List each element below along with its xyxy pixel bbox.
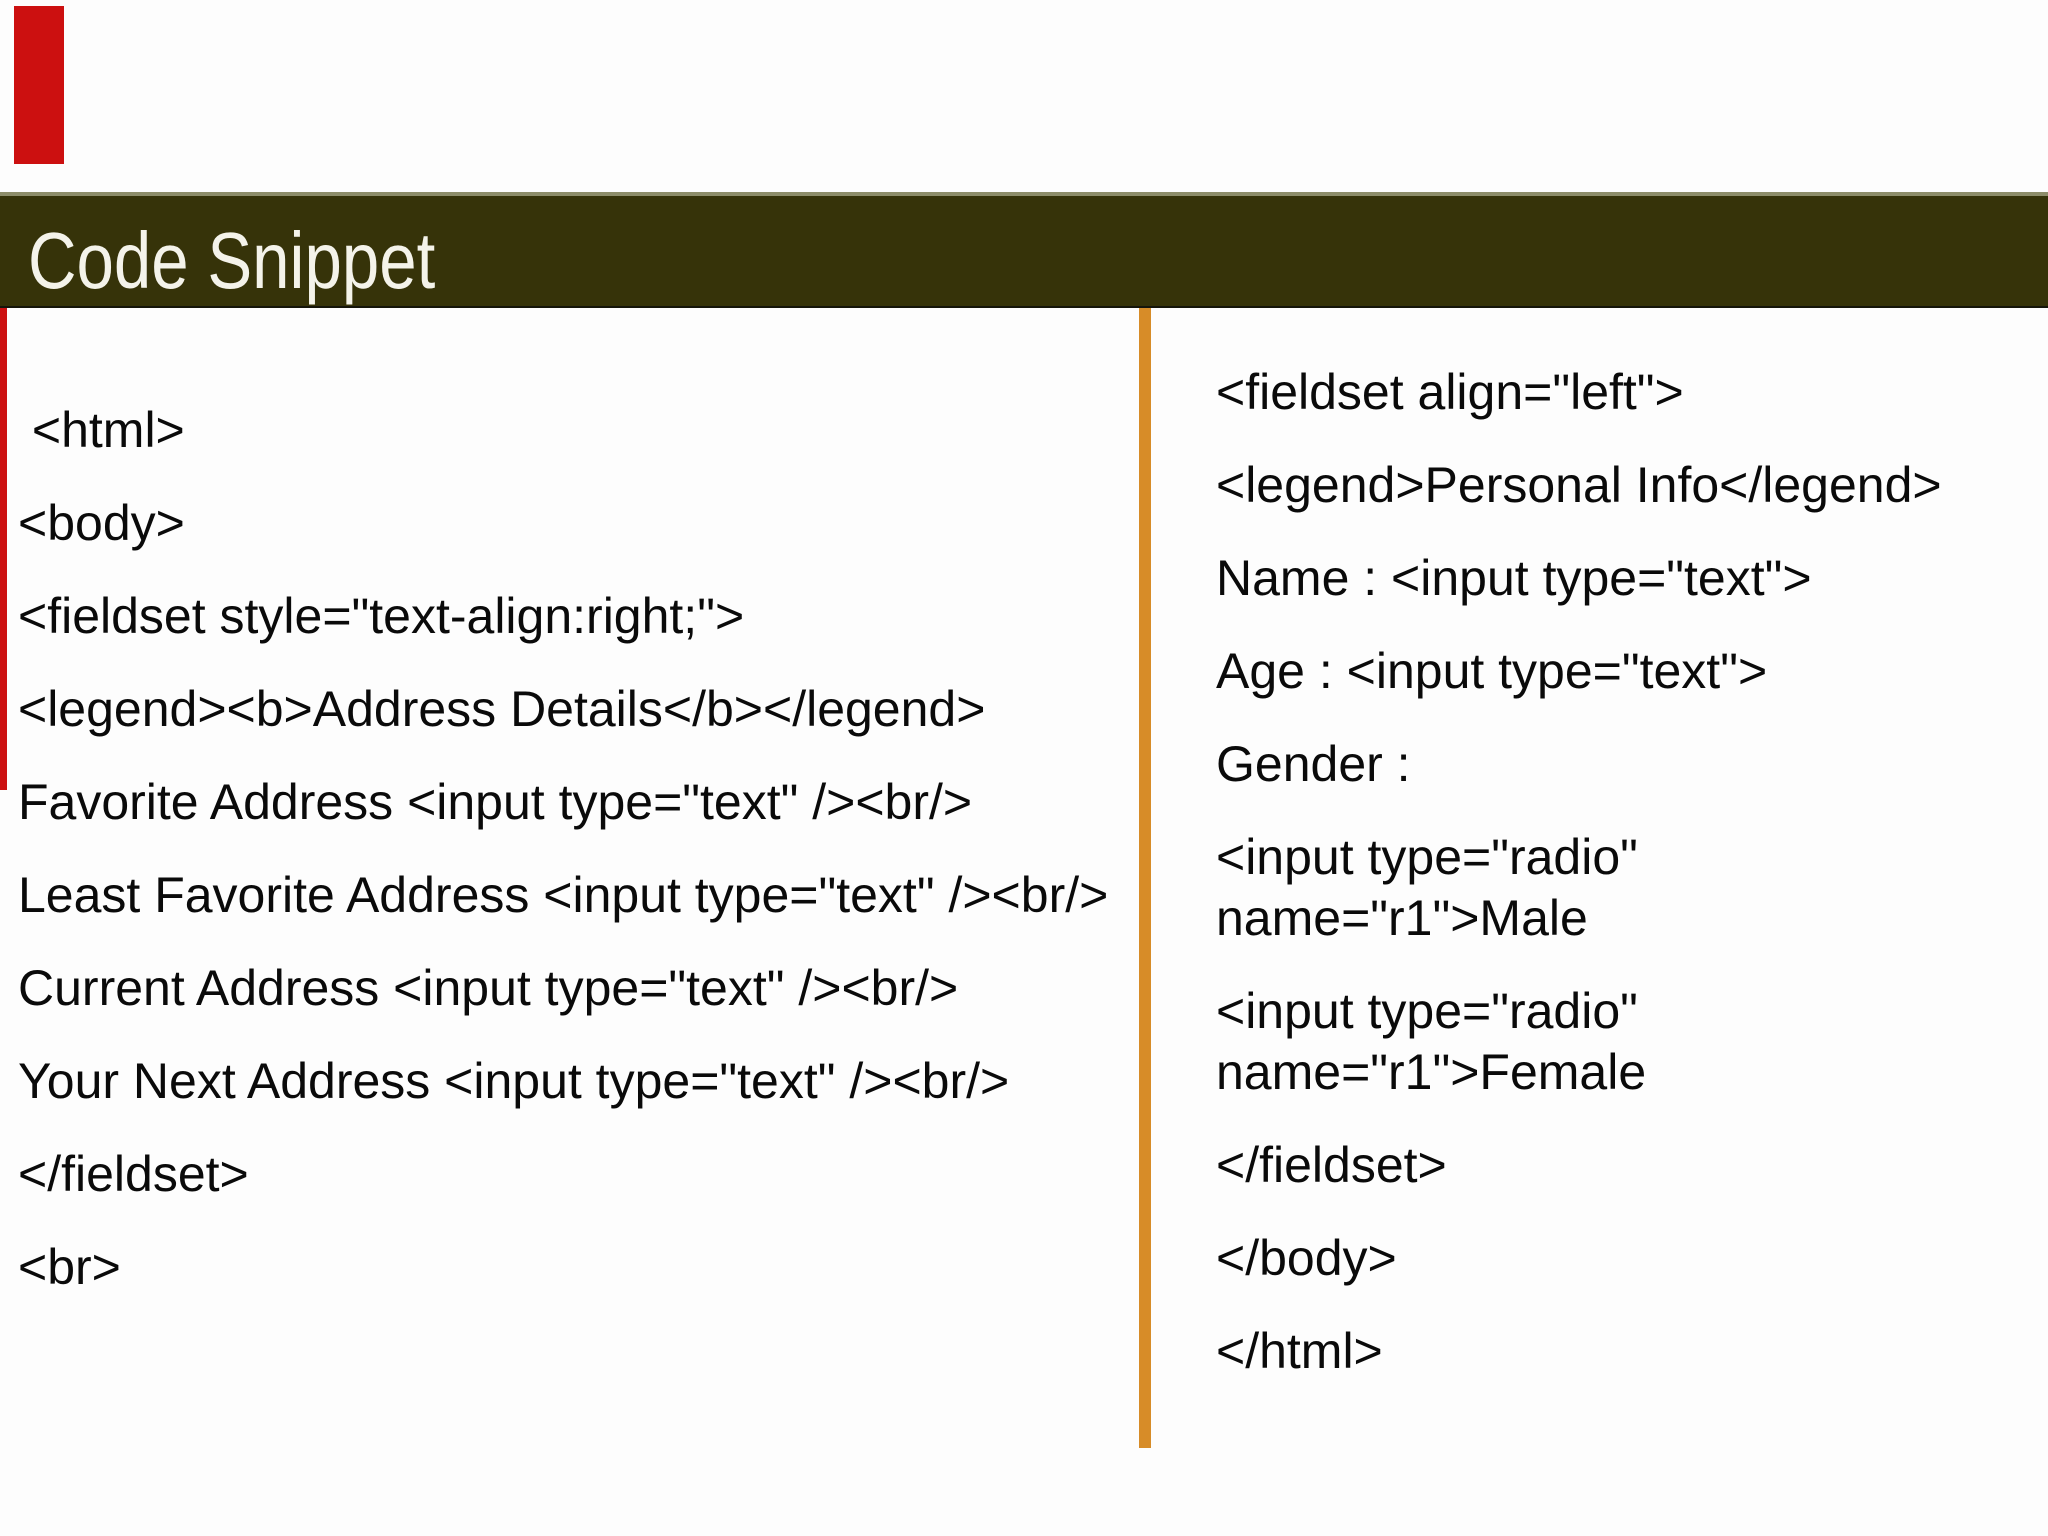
code-column-left: <html> <body> <fieldset style="text-align:… bbox=[18, 400, 1133, 1330]
code-line: Your Next Address <input type="text" /><… bbox=[18, 1053, 1010, 1109]
code-paragraph: Name : <input type="text"> bbox=[1216, 548, 2036, 609]
code-column-right: <fieldset align="left"> <legend>Personal … bbox=[1216, 362, 2036, 1414]
code-paragraph: Age : <input type="text"> bbox=[1216, 641, 2036, 702]
code-line: <legend>Personal Info</legend> bbox=[1216, 457, 1942, 513]
code-paragraph: Current Address <input type="text" /><br… bbox=[18, 958, 1133, 1019]
code-line: Age : <input type="text"> bbox=[1216, 643, 1768, 699]
code-line: </fieldset> bbox=[1216, 1137, 1447, 1193]
code-paragraph: </fieldset> bbox=[18, 1144, 1133, 1205]
code-paragraph: Favorite Address <input type="text" /><b… bbox=[18, 772, 1133, 833]
code-paragraph: <fieldset align="left"> bbox=[1216, 362, 2036, 423]
code-paragraph: <fieldset style="text-align:right;"> bbox=[18, 586, 1133, 647]
code-line: <fieldset align="left"> bbox=[1216, 364, 1684, 420]
code-line: Gender : bbox=[1216, 736, 1411, 792]
code-paragraph: <br> bbox=[18, 1237, 1133, 1298]
code-line: Least Favorite Address <input type="text… bbox=[18, 867, 1109, 923]
red-accent-strip bbox=[14, 6, 64, 164]
code-line: name="r1">Male bbox=[1216, 890, 1588, 946]
code-line: <legend><b>Address Details</b></legend> bbox=[18, 681, 986, 737]
page-title: Code Snippet bbox=[28, 216, 436, 305]
code-paragraph: <legend>Personal Info</legend> bbox=[1216, 455, 2036, 516]
code-paragraph: <html> bbox=[18, 400, 1133, 461]
header-bar: Code Snippet bbox=[0, 192, 2048, 308]
code-line: </html> bbox=[1216, 1323, 1383, 1379]
code-line: <body> bbox=[18, 495, 185, 551]
code-paragraph: <input type="radio"name="r1">Male bbox=[1216, 827, 2036, 949]
code-line: Current Address <input type="text" /><br… bbox=[18, 960, 959, 1016]
code-paragraph: </body> bbox=[1216, 1228, 2036, 1289]
code-paragraph: </html> bbox=[1216, 1321, 2036, 1382]
code-paragraph: Least Favorite Address <input type="text… bbox=[18, 865, 1133, 926]
code-line: </fieldset> bbox=[18, 1146, 249, 1202]
code-line: name="r1">Female bbox=[1216, 1044, 1647, 1100]
code-line: </body> bbox=[1216, 1230, 1397, 1286]
code-line: Favorite Address <input type="text" /><b… bbox=[18, 774, 973, 830]
code-paragraph: </fieldset> bbox=[1216, 1135, 2036, 1196]
code-paragraph: <input type="radio"name="r1">Female bbox=[1216, 981, 2036, 1103]
code-paragraph: <legend><b>Address Details</b></legend> bbox=[18, 679, 1133, 740]
code-paragraph: Your Next Address <input type="text" /><… bbox=[18, 1051, 1133, 1112]
code-paragraph: Gender : bbox=[1216, 734, 2036, 795]
column-divider bbox=[1139, 308, 1151, 1448]
code-line: <input type="radio" bbox=[1216, 829, 1638, 885]
red-accent-line bbox=[0, 308, 7, 790]
code-line: <br> bbox=[18, 1239, 121, 1295]
code-line: Name : <input type="text"> bbox=[1216, 550, 1812, 606]
code-line: <html> bbox=[18, 402, 185, 458]
code-paragraph: <body> bbox=[18, 493, 1133, 554]
code-line: <input type="radio" bbox=[1216, 983, 1638, 1039]
code-line: <fieldset style="text-align:right;"> bbox=[18, 588, 745, 644]
